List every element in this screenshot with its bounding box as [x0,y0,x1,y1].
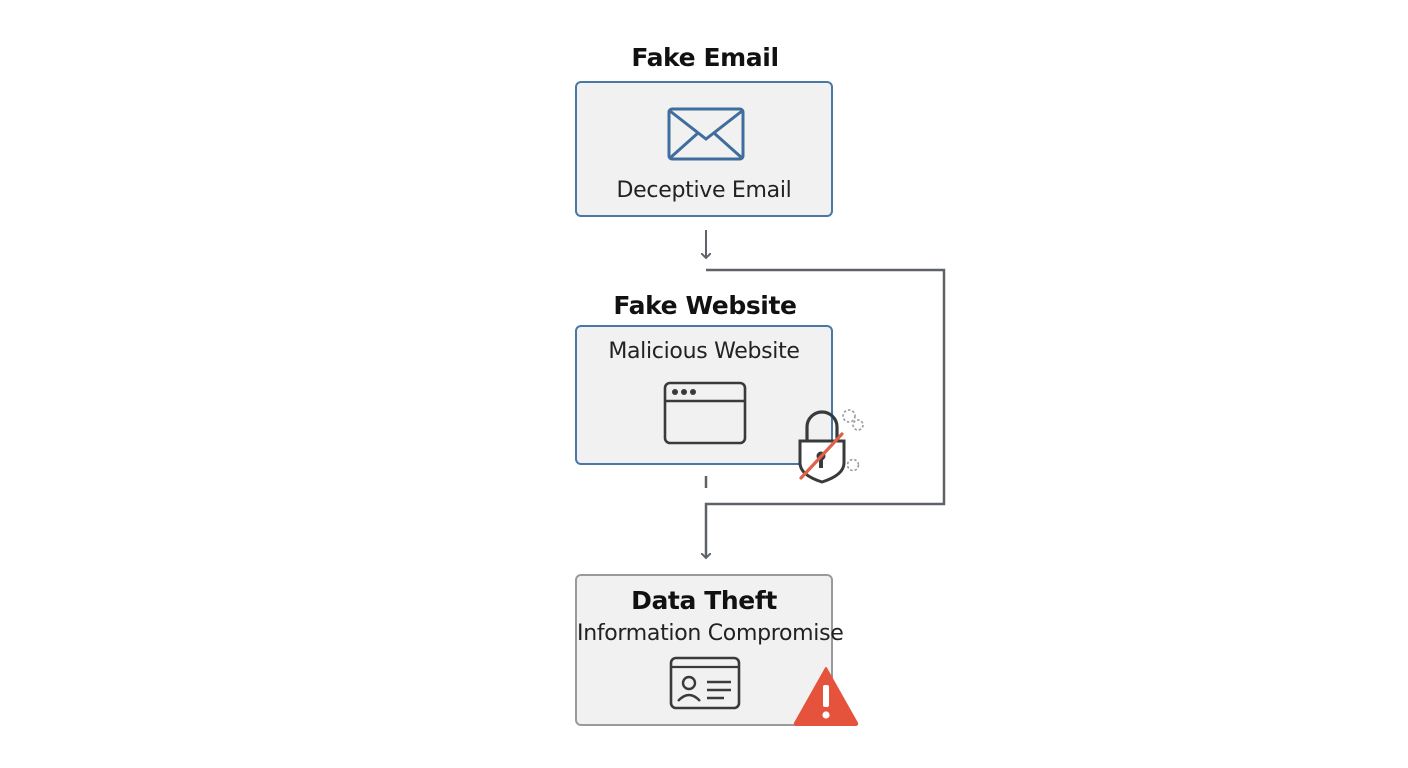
email-node-text: Deceptive Email [616,178,792,203]
bypass-connector [706,268,946,558]
id-card-icon [669,656,741,710]
email-node: Deceptive Email [575,81,833,217]
browser-window-icon [663,381,747,445]
broken-lock-icon [798,409,864,484]
envelope-icon [667,107,745,161]
theft-node-text: Information Compromise [577,621,844,646]
warning-icon [793,667,859,726]
website-node: Malicious Website [575,325,833,465]
theft-node: Data Theft Information Compromise [575,574,844,726]
website-heading: Fake Website [613,291,797,320]
theft-node-title: Data Theft [631,586,777,615]
website-node-text: Malicious Website [608,339,800,364]
email-heading: Fake Email [631,43,779,72]
